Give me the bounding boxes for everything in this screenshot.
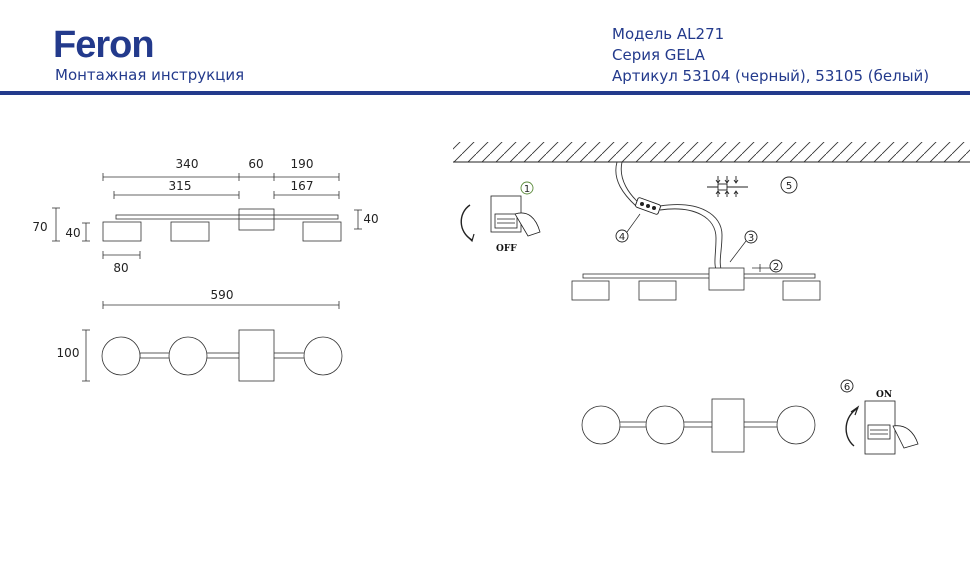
dim-label-60: 60 xyxy=(248,157,263,171)
series-line: Серия GELA xyxy=(612,46,705,64)
brand-logo: Feron xyxy=(53,24,155,66)
svg-text:6: 6 xyxy=(844,382,850,393)
dim-label-40-left: 40 xyxy=(65,226,80,240)
model-line: Модель AL271 xyxy=(612,25,725,43)
dim-label-590: 590 xyxy=(211,288,234,302)
dim-label-80: 80 xyxy=(113,261,128,275)
document-subtitle: Монтажная инструкция xyxy=(55,66,245,84)
bracket-detail xyxy=(707,176,748,197)
dim-label-70: 70 xyxy=(32,220,47,234)
side-shade-1 xyxy=(102,221,142,242)
svg-text:4: 4 xyxy=(619,232,625,243)
ceiling xyxy=(453,142,970,163)
svg-text:1: 1 xyxy=(524,184,530,195)
step-3-marker: 3 xyxy=(729,230,758,263)
top-box xyxy=(238,329,275,382)
dim-label-167: 167 xyxy=(291,179,314,193)
top-shade-2 xyxy=(168,336,208,376)
article-line: Артикул 53104 (черный), 53105 (белый) xyxy=(612,67,930,85)
svg-text:3: 3 xyxy=(748,233,754,244)
terminal-block xyxy=(635,197,661,215)
side-bar xyxy=(115,214,339,220)
dim-label-40-right: 40 xyxy=(363,212,378,226)
dim-label-340: 340 xyxy=(176,157,199,171)
dim-label-315: 315 xyxy=(169,179,192,193)
side-box xyxy=(238,208,275,231)
step-6-marker: 6 xyxy=(840,379,854,393)
step-1-marker: 1 xyxy=(520,181,534,195)
top-shade-3 xyxy=(303,336,343,376)
side-shade-2 xyxy=(170,221,210,242)
step-2-marker: 2 xyxy=(769,259,783,273)
top-bar xyxy=(139,352,307,359)
svg-text:5: 5 xyxy=(786,181,792,192)
switch-off-label: OFF xyxy=(496,244,517,254)
wiring xyxy=(615,161,723,273)
model-info: Модель AL271 Серия GELA Артикул 53104 (ч… xyxy=(612,24,929,87)
top-view xyxy=(82,329,343,382)
switch-on-illustration xyxy=(845,400,919,455)
installed-fixture xyxy=(571,264,821,301)
side-view xyxy=(52,173,362,309)
svg-text:2: 2 xyxy=(773,262,779,273)
final-top-view xyxy=(581,398,816,453)
dim-label-190: 190 xyxy=(291,157,314,171)
switch-off-illustration xyxy=(460,195,541,243)
top-shade-1 xyxy=(101,336,141,376)
switch-on-label: ON xyxy=(876,390,892,400)
side-shade-3 xyxy=(302,221,342,242)
dim-label-100: 100 xyxy=(57,346,80,360)
header-rule xyxy=(0,91,970,95)
step-4-marker: 4 xyxy=(615,213,641,243)
step-5-marker: 5 xyxy=(780,176,798,194)
